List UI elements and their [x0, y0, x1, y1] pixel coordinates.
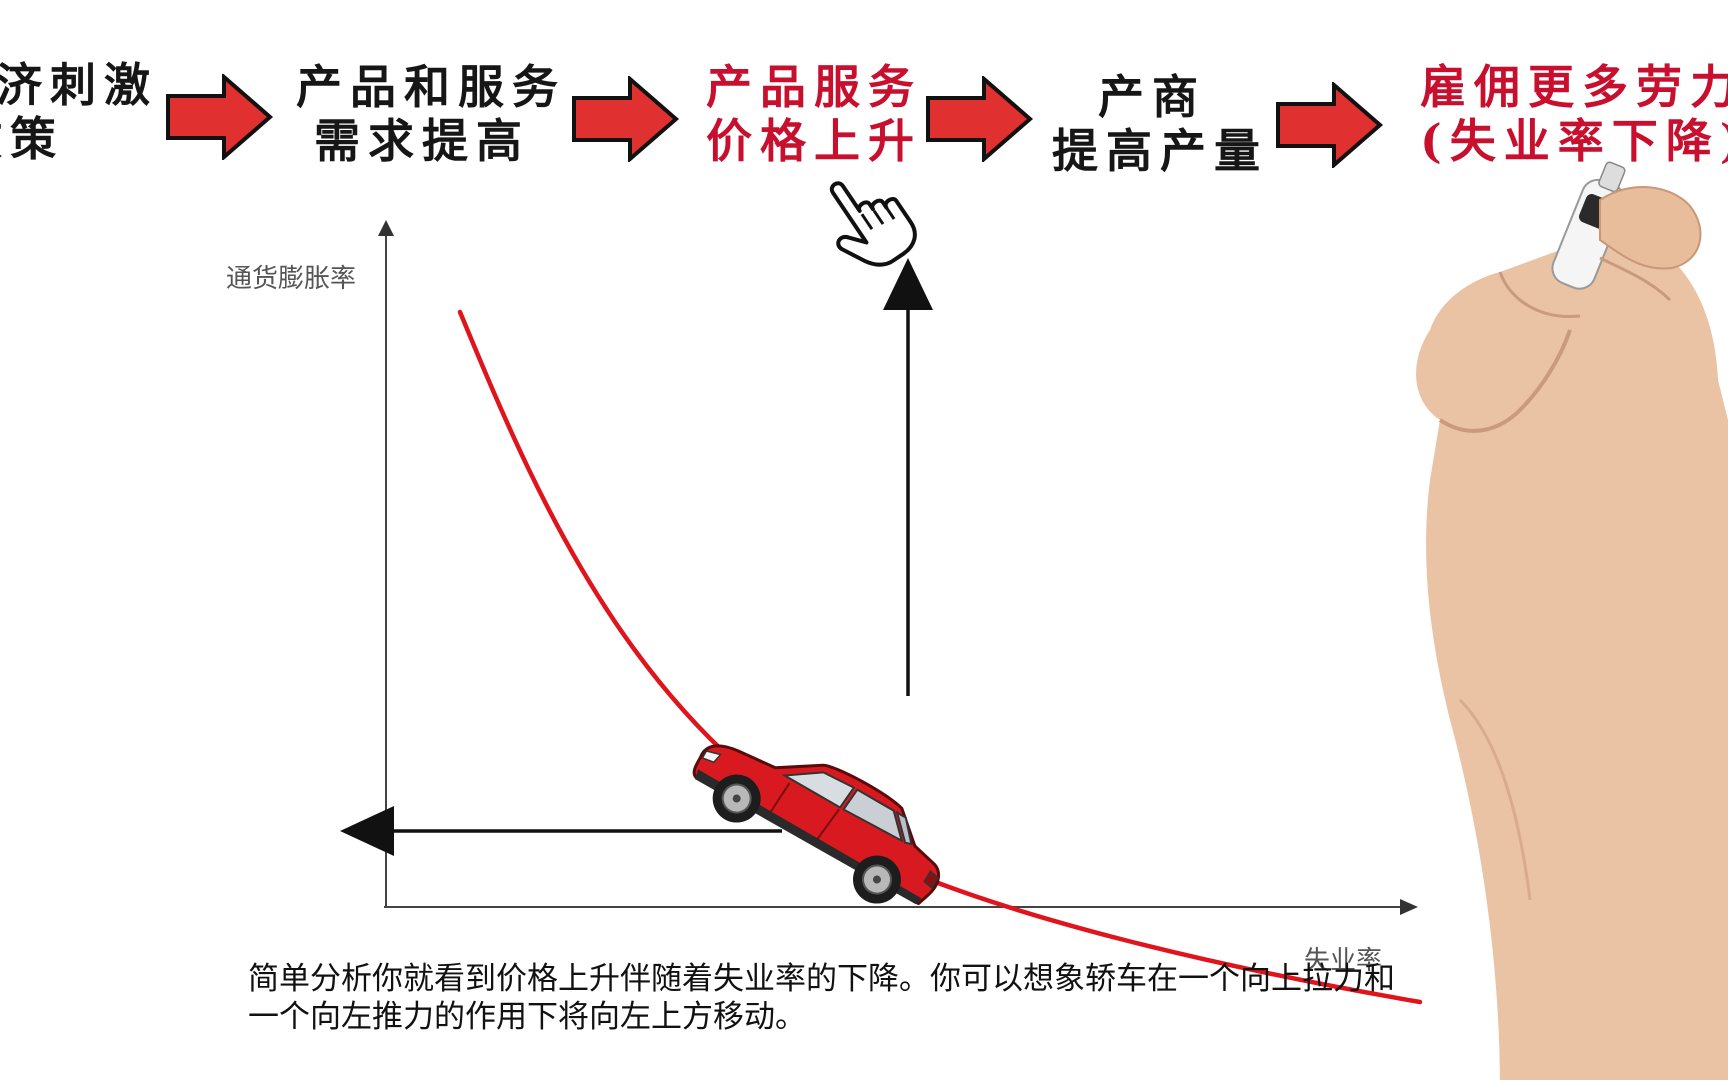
flow-step-3: 产品服务 价格上升 [706, 60, 922, 168]
subtitle-line-1: 简单分析你就看到价格上升伴随着失业率的下降。你可以想象轿车在一个向上拉力和 [248, 961, 1395, 997]
flow-step-2-line2: 需求提高 [314, 114, 530, 168]
flow-arrow-4 [1276, 82, 1384, 168]
flow-step-3-line2: 价格上升 [706, 114, 922, 168]
flow-step-1-line2: 政策 [0, 112, 64, 166]
hand-with-marker [1416, 161, 1728, 1080]
subtitle-line-2: 一个向左推力的作用下将向左上方移动。 [248, 999, 806, 1035]
flow-step-2-line1: 产品和服务 [296, 60, 566, 114]
flow-step-5-line2: (失业率下降) [1420, 114, 1728, 168]
flow-arrow-3 [926, 76, 1034, 162]
flow-step-3-line1: 产品服务 [706, 60, 922, 114]
flow-step-1: 济刺激 政策 [0, 58, 158, 166]
flow-arrow-2 [572, 76, 680, 162]
phillips-curve [457, 309, 1423, 1005]
flow-step-4-line2: 提高产量 [1052, 124, 1268, 178]
leftward-arrowhead [340, 806, 394, 856]
flow-step-5: 雇佣更多劳力 (失业率下降) [1420, 60, 1728, 168]
x-axis-label: 失业率 [1304, 946, 1383, 976]
flow-step-5-line1: 雇佣更多劳力 [1420, 60, 1728, 114]
subtitle-caption: 简单分析你就看到价格上升伴随着失业率的下降。你可以想象轿车在一个向上拉力和 一个… [248, 960, 1498, 1036]
car-icon [692, 744, 941, 906]
y-axis-arrowhead [378, 220, 394, 236]
y-axis-label: 通货膨胀率 [226, 264, 357, 294]
hand-pointer-icon [829, 181, 917, 267]
x-axis-arrowhead [1400, 899, 1418, 915]
flow-step-2: 产品和服务 需求提高 [296, 60, 566, 168]
flow-step-1-line1: 济刺激 [0, 58, 158, 112]
flow-step-4: 产商 提高产量 [1052, 70, 1268, 178]
flow-step-4-line1: 产商 [1098, 70, 1206, 124]
flow-arrow-1 [166, 74, 274, 160]
upward-arrowhead [883, 258, 933, 310]
